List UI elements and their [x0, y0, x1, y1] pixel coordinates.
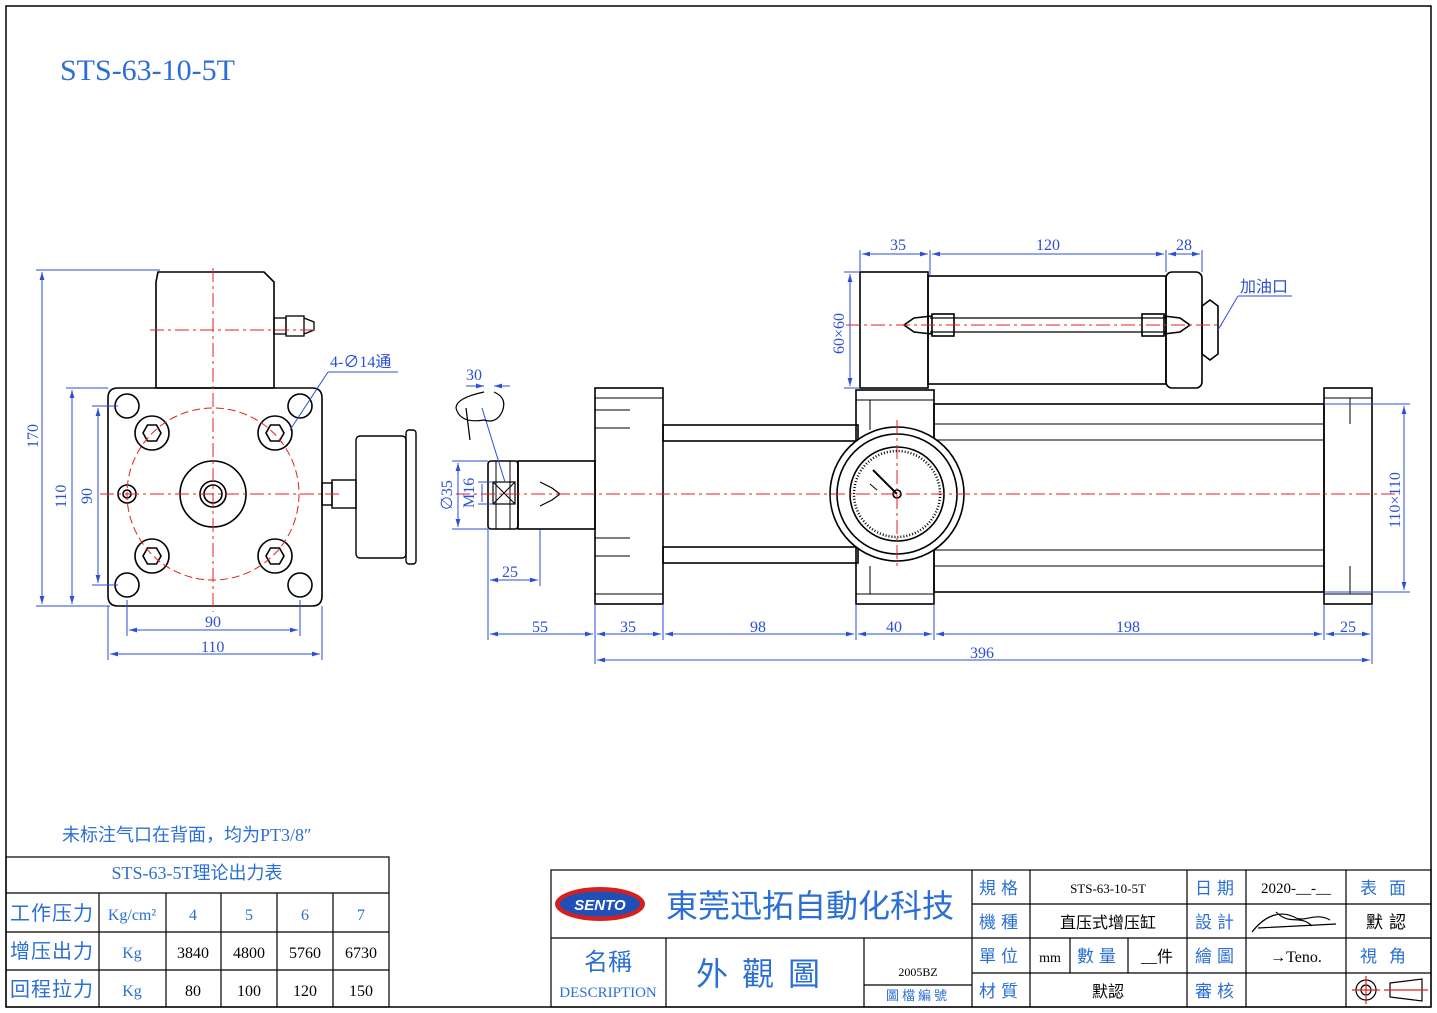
unit-label: 單位 [979, 947, 1023, 966]
hole-callout: 4-∅14通 [330, 353, 391, 371]
row-value: 5 [245, 907, 253, 924]
dim-170: 170 [25, 424, 42, 448]
side-view-centerlines [456, 324, 1400, 570]
force-table-rows: 工作压力 Kg/cm² 4 5 6 7 增压出力 Kg 3840 4800 5760 6730 回程拉力… [10, 902, 377, 1001]
dim-55: 55 [532, 619, 548, 636]
bolt-heads [134, 415, 293, 574]
projection-symbol-icon [1352, 976, 1428, 1004]
hose-symbol [455, 391, 505, 441]
check-label: 審核 [1195, 982, 1239, 1001]
mount-hole [287, 393, 313, 419]
type-label: 機種 [979, 913, 1023, 932]
surface-label: 表面 [1360, 879, 1418, 898]
row-value: 3840 [177, 945, 209, 962]
drawing-title: STS-63-10-5T [60, 54, 235, 87]
row-value: 6730 [345, 945, 377, 962]
square-flange [107, 387, 323, 607]
row-value: 5760 [289, 945, 321, 962]
design-label: 設計 [1195, 913, 1239, 932]
row-value: 4 [189, 907, 197, 924]
dim-396: 396 [970, 645, 994, 662]
dim-30: 30 [466, 367, 482, 384]
row-value: 150 [349, 983, 373, 1000]
dim-phi35: ∅35 [439, 480, 456, 510]
doc-number: 2005BZ [898, 965, 937, 979]
unit-value: mm [1039, 951, 1061, 966]
oil-port-label: 加油口 [1240, 278, 1288, 296]
company-name: 東莞迅拓自動化科技 [666, 888, 954, 924]
date-label: 日期 [1195, 879, 1239, 898]
dim-m16: M16 [461, 478, 478, 508]
dim-35-top: 35 [890, 237, 906, 254]
qty-label: 數量 [1077, 947, 1121, 966]
force-table-title: STS-63-5T理论出力表 [112, 863, 283, 883]
side-view-dims [452, 250, 1410, 664]
qty-value: __件 [1140, 948, 1173, 966]
material-label: 材質 [979, 982, 1023, 1001]
material-value: 默認 [1092, 983, 1124, 1001]
row-value: 6 [301, 907, 309, 924]
dim-120-top: 120 [1036, 237, 1060, 254]
dim-90-vertical: 90 [79, 488, 96, 504]
date-value: 2020-__-__ [1261, 881, 1331, 897]
row-value: 7 [357, 907, 365, 924]
air-fitting [273, 315, 315, 337]
name-label: 名稱 [584, 949, 632, 976]
row-value: 4800 [233, 945, 265, 962]
dim-40: 40 [886, 619, 902, 636]
row-label: 工作压力 [10, 902, 94, 925]
mount-hole [114, 393, 140, 419]
reservoir-body [927, 275, 1167, 385]
force-table [5, 856, 390, 1008]
drawn-value: →Teno. [1270, 949, 1322, 966]
note-text: 未标注气口在背面，均为PT3/8″ [62, 825, 312, 845]
dim-110-vertical: 110 [53, 485, 70, 508]
row-value: 120 [293, 983, 317, 1000]
piston-rod [517, 460, 596, 530]
oil-plug [1201, 299, 1219, 361]
dim-110-horizontal: 110 [201, 639, 224, 656]
dim-110x110: 110×110 [1387, 472, 1404, 528]
designer-signature [1251, 911, 1337, 933]
row-unit: Kg/cm² [108, 907, 157, 924]
mount-hole [287, 572, 313, 598]
type-value: 直压式增压缸 [1060, 913, 1156, 932]
row-value: 80 [185, 983, 201, 1000]
dim-98: 98 [750, 619, 766, 636]
end-view-centerlines [100, 268, 340, 612]
row-value: 100 [237, 983, 261, 1000]
front-flange [594, 387, 664, 605]
row-unit: Kg [122, 945, 142, 962]
logo-text: SENTO [574, 897, 626, 914]
sento-logo: SENTO [555, 887, 645, 921]
dim-35: 35 [620, 619, 636, 636]
row-unit: Kg [122, 983, 142, 1000]
rear-flange [1323, 387, 1373, 605]
doc-number-label: 圖檔編號 [886, 988, 950, 1003]
side-gauge [321, 429, 417, 565]
mount-hole [114, 572, 140, 598]
end-view [107, 271, 417, 607]
title-block [550, 869, 1432, 1008]
spec-label: 規格 [979, 879, 1023, 898]
dim-198: 198 [1116, 619, 1140, 636]
dim-60x60: 60×60 [831, 313, 848, 354]
view-label: 視角 [1360, 947, 1418, 966]
drawing-name: 外觀圖 [696, 956, 834, 992]
main-cylinder [933, 403, 1325, 593]
dim-25: 25 [1340, 619, 1356, 636]
drawn-label: 繪圖 [1195, 947, 1239, 966]
dim-90-horizontal: 90 [205, 614, 221, 631]
dim-28-top: 28 [1176, 237, 1192, 254]
spec-value: STS-63-10-5T [1070, 881, 1146, 896]
row-label: 回程拉力 [10, 978, 94, 1001]
side-view [487, 271, 1373, 605]
row-label: 增压出力 [10, 940, 94, 963]
name-label-en: DESCRIPTION [559, 985, 657, 1001]
surface-value: 默認 [1366, 913, 1412, 932]
dim-25-rod: 25 [502, 564, 518, 581]
reservoir-cap-left [859, 271, 929, 389]
end-view-dims [36, 269, 398, 660]
